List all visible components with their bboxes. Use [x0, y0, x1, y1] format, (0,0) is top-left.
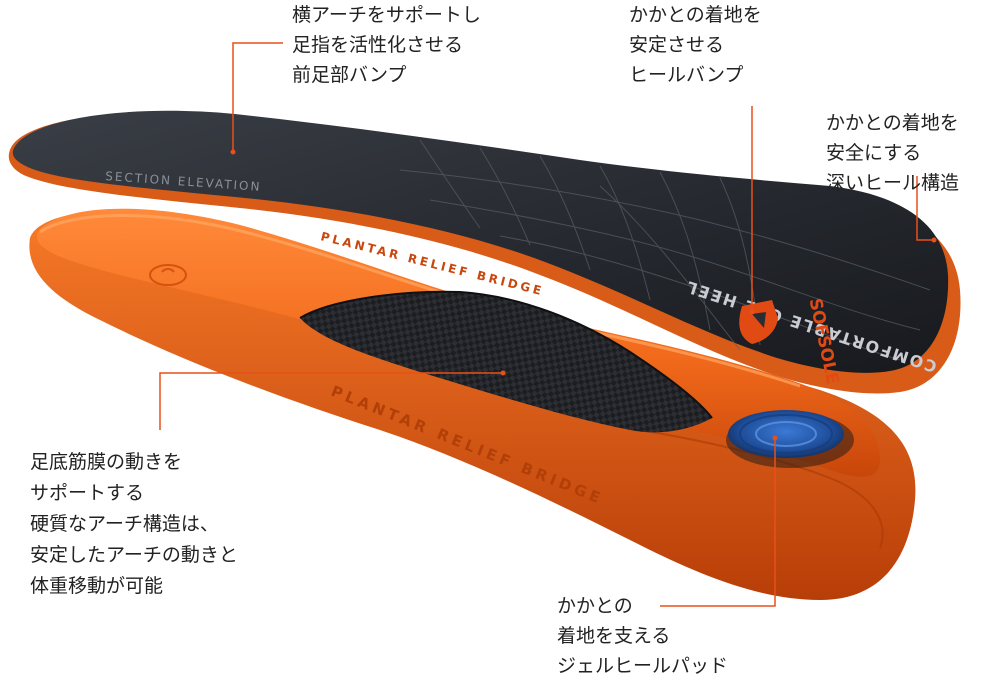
callout-line: かかとの着地を — [826, 112, 959, 134]
callout-line: かかとの — [557, 595, 633, 617]
callout-line: 横アーチをサポートし — [292, 4, 481, 26]
callout-line: 深いヒール構造 — [826, 172, 960, 194]
callout-heel-bump: かかとの着地を 安定させる ヒールバンプ — [629, 0, 762, 90]
callout-line: ヒールバンプ — [629, 64, 744, 86]
callout-gel-heel-pad: かかとの 着地を支える ジェルヒールパッド — [557, 591, 728, 681]
leader-forefoot — [232, 42, 283, 152]
callout-forefoot-pump: 横アーチをサポートし 足指を活性化させる 前足部バンプ — [292, 0, 481, 90]
callout-line: 安定したアーチの動きと — [30, 544, 238, 566]
callout-line: 足底筋膜の動きを — [30, 451, 183, 473]
arch-bridge — [299, 290, 713, 433]
gel-heel-pad — [726, 410, 854, 468]
shield-icon — [739, 300, 778, 344]
callout-line: 体重移動が可能 — [30, 575, 164, 597]
callout-line: 足指を活性化させる — [292, 34, 464, 56]
top-sheet: SECTION ELEVATION COMFORTABLE GEL HEEL S… — [8, 110, 961, 394]
leader-lines — [159, 42, 934, 607]
sofsole-logo — [739, 300, 778, 344]
callout-line: 安全にする — [826, 142, 922, 164]
callout-line: かかとの着地を — [629, 4, 762, 26]
callout-line: 着地を支える — [557, 625, 671, 647]
callout-arch-bridge: 足底筋膜の動きを サポートする 硬質なアーチ構造は、 安定したアーチの動きと 体… — [30, 447, 238, 602]
callout-line: 硬質なアーチ構造は、 — [30, 513, 219, 535]
leader-gel-pad — [660, 438, 776, 607]
forefoot-pump-mark — [149, 264, 187, 286]
leader-dots — [230, 149, 937, 441]
callout-line: 安定させる — [629, 34, 725, 56]
top-sheet-grid — [399, 139, 931, 361]
callout-line: サポートする — [30, 482, 145, 504]
callout-line: ジェルヒールパッド — [557, 655, 729, 677]
callout-line: 前足部バンプ — [292, 64, 407, 86]
callout-deep-heel: かかとの着地を 安全にする 深いヒール構造 — [826, 108, 959, 198]
leader-deep-heel — [916, 176, 934, 241]
leader-arch — [159, 372, 503, 430]
